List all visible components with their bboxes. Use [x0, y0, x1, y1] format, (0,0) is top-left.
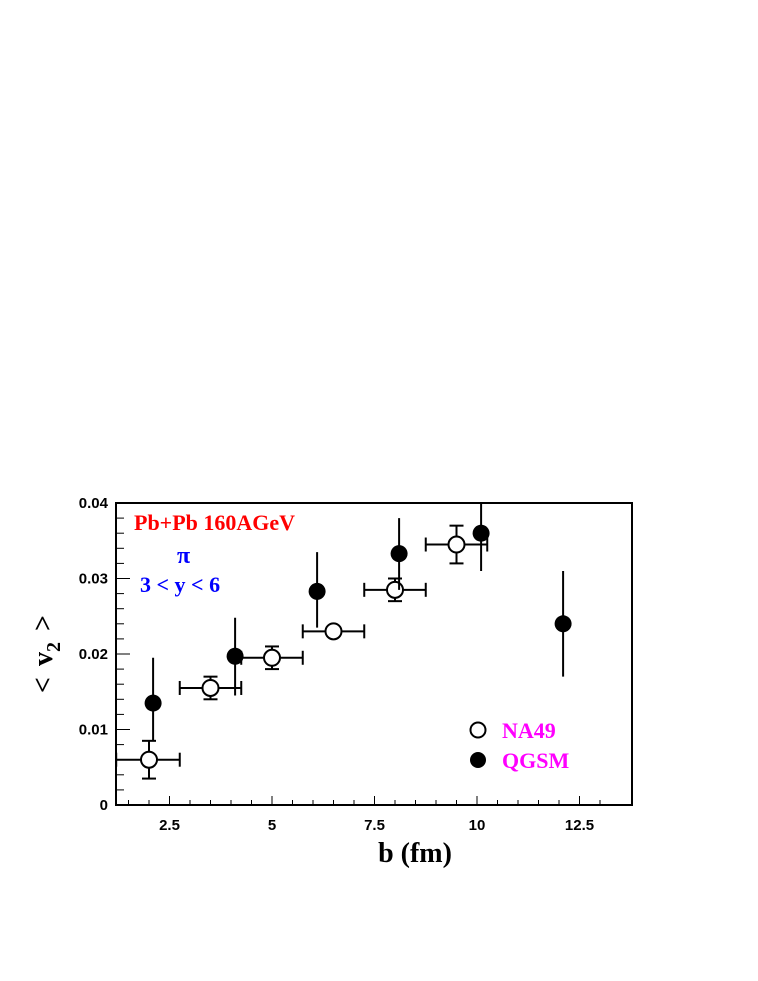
svg-text:< v2 >: < v2 >	[28, 615, 67, 693]
series-qgsm	[144, 503, 572, 741]
y-label-close: >	[28, 615, 59, 631]
x-axis-label: b (fm)	[378, 838, 452, 869]
y-tick-label: 0.01	[79, 722, 108, 739]
filled-circle-marker	[390, 545, 408, 563]
y-tick-label: 0.02	[79, 646, 108, 663]
x-tick-label: 10	[469, 817, 486, 834]
open-circle-marker	[447, 535, 466, 554]
legend-filled-circle-icon	[470, 752, 486, 768]
open-circle-marker	[263, 648, 281, 667]
series-na49	[115, 524, 489, 780]
filled-circle-marker	[144, 694, 162, 712]
open-circle-marker	[201, 678, 220, 697]
legend-label-qgsm: QGSM	[502, 748, 569, 773]
annotation-system: Pb+Pb 160AGeV	[134, 510, 295, 535]
annotation-rapidity: 3 < y < 6	[140, 572, 220, 597]
y-tick-label: 0.04	[79, 495, 109, 512]
y-axis-tick-labels: 0 0.01 0.02 0.03 0.04	[79, 495, 109, 814]
x-axis-tick-labels: 2.5 5 7.5 10 12.5	[159, 817, 594, 834]
x-tick-label: 12.5	[565, 817, 594, 834]
filled-circle-marker	[472, 524, 490, 542]
data-points	[115, 503, 572, 780]
filled-circle-marker	[226, 647, 244, 665]
filled-circle-marker	[308, 582, 326, 600]
legend-label-na49: NA49	[502, 718, 556, 743]
y-axis-label: < v2 >	[28, 615, 67, 693]
y-tick-label: 0.03	[79, 571, 108, 588]
open-circle-marker	[386, 580, 404, 599]
open-circle-marker	[140, 750, 158, 769]
x-axis-ticks	[128, 796, 601, 805]
x-tick-label: 7.5	[364, 817, 385, 834]
y-label-open: <	[28, 677, 59, 693]
legend: NA49 QGSM	[469, 718, 569, 773]
annotation-particle: π	[177, 543, 190, 569]
y-label-sub: 2	[43, 642, 65, 652]
x-tick-label: 2.5	[159, 817, 180, 834]
open-circle-marker	[324, 622, 343, 641]
filled-circle-marker	[554, 615, 572, 633]
legend-open-circle-icon	[469, 721, 487, 739]
y-tick-label: 0	[100, 797, 108, 814]
x-tick-label: 5	[268, 817, 276, 834]
y-label-v: v	[28, 652, 59, 666]
